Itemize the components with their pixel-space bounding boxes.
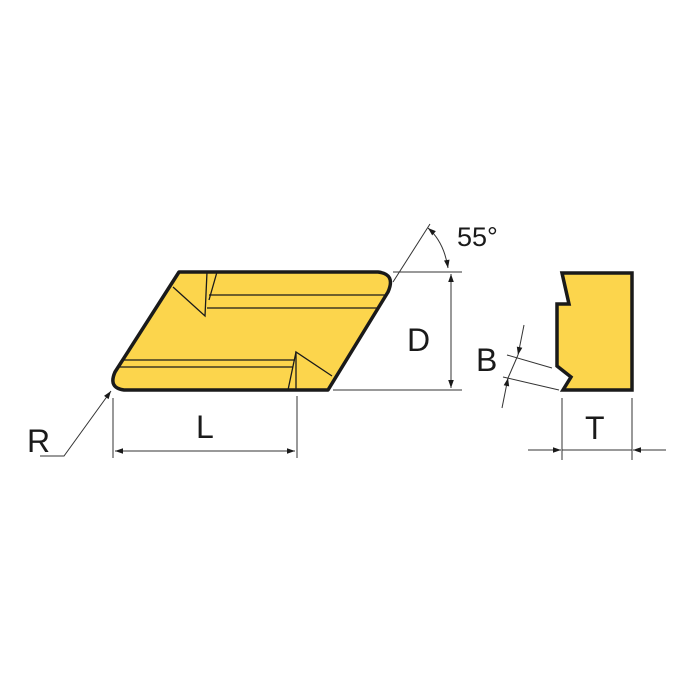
dimension-d-label: D — [407, 322, 430, 358]
dimension-lines — [40, 223, 666, 460]
insert-top-view — [111, 270, 393, 392]
chipbreaker-grooves — [118, 271, 386, 391]
dimension-t-label: T — [585, 410, 605, 446]
dimension-b-label: B — [476, 342, 497, 378]
insert-side-view — [555, 271, 634, 392]
dimension-r-label: R — [27, 423, 50, 459]
angle-label: 55° — [457, 222, 498, 252]
insert-outline — [111, 270, 393, 392]
dimension-l-label: L — [196, 409, 214, 445]
